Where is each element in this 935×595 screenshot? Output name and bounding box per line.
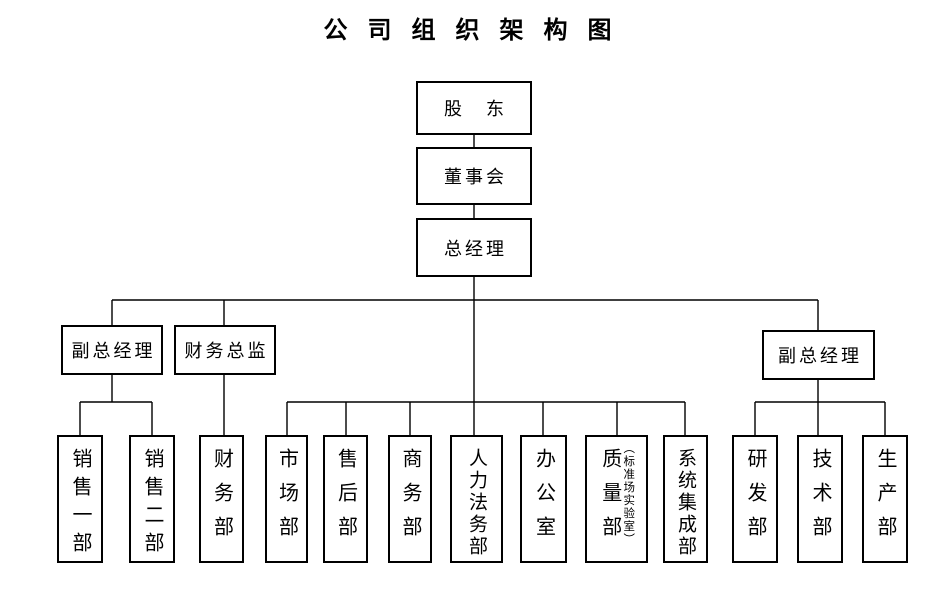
- dept-label: 财务部: [210, 448, 233, 550]
- dept-label: 系统集成部: [675, 448, 696, 558]
- dept-system-integration: 系统集成部: [663, 435, 708, 563]
- dept-label: 生产部: [874, 448, 896, 550]
- dept-label: 售后部: [334, 448, 357, 550]
- node-general-manager: 总经理: [416, 218, 532, 277]
- dept-business: 商务部: [388, 435, 432, 563]
- dept-label: 人力法务部: [466, 448, 487, 558]
- node-finance-director: 财务总监: [174, 325, 276, 375]
- node-label: 财务总监: [184, 341, 269, 361]
- dept-office: 办公室: [520, 435, 567, 563]
- dept-technology: 技术部: [797, 435, 843, 563]
- dept-label: 市场部: [275, 448, 298, 550]
- node-label: 股 东: [444, 99, 507, 119]
- dept-after-sales: 售后部: [323, 435, 368, 563]
- dept-label: 技术部: [809, 448, 831, 550]
- node-label: 副总经理: [778, 346, 862, 366]
- dept-quality-note: （标准场实验室）: [622, 442, 635, 546]
- node-board-of-directors: 董事会: [416, 147, 532, 205]
- node-vice-general-manager-left: 副总经理: [61, 325, 163, 375]
- dept-label: 研发部: [744, 448, 766, 550]
- dept-rnd: 研发部: [732, 435, 778, 563]
- node-label: 副总经理: [71, 341, 156, 361]
- dept-quality: 质量部 （标准场实验室）: [585, 435, 648, 563]
- dept-marketing: 市场部: [265, 435, 308, 563]
- dept-label: 质量部: [598, 448, 621, 550]
- dept-label: 销售一部: [69, 448, 91, 560]
- dept-finance: 财务部: [199, 435, 244, 563]
- node-label: 总经理: [444, 238, 507, 259]
- dept-label: 销售二部: [141, 448, 163, 560]
- dept-label: 办公室: [532, 448, 555, 550]
- dept-label: 商务部: [399, 448, 421, 550]
- node-vice-general-manager-right: 副总经理: [762, 330, 875, 380]
- dept-production: 生产部: [862, 435, 908, 563]
- connector-path: [79, 135, 886, 435]
- org-chart-title: 公司组织架构图: [323, 17, 632, 44]
- dept-sales-two: 销售二部: [129, 435, 175, 563]
- node-shareholders: 股 东: [416, 81, 532, 135]
- node-label: 董事会: [444, 167, 507, 187]
- dept-sales-one: 销售一部: [57, 435, 103, 563]
- dept-hr-legal: 人力法务部: [450, 435, 503, 563]
